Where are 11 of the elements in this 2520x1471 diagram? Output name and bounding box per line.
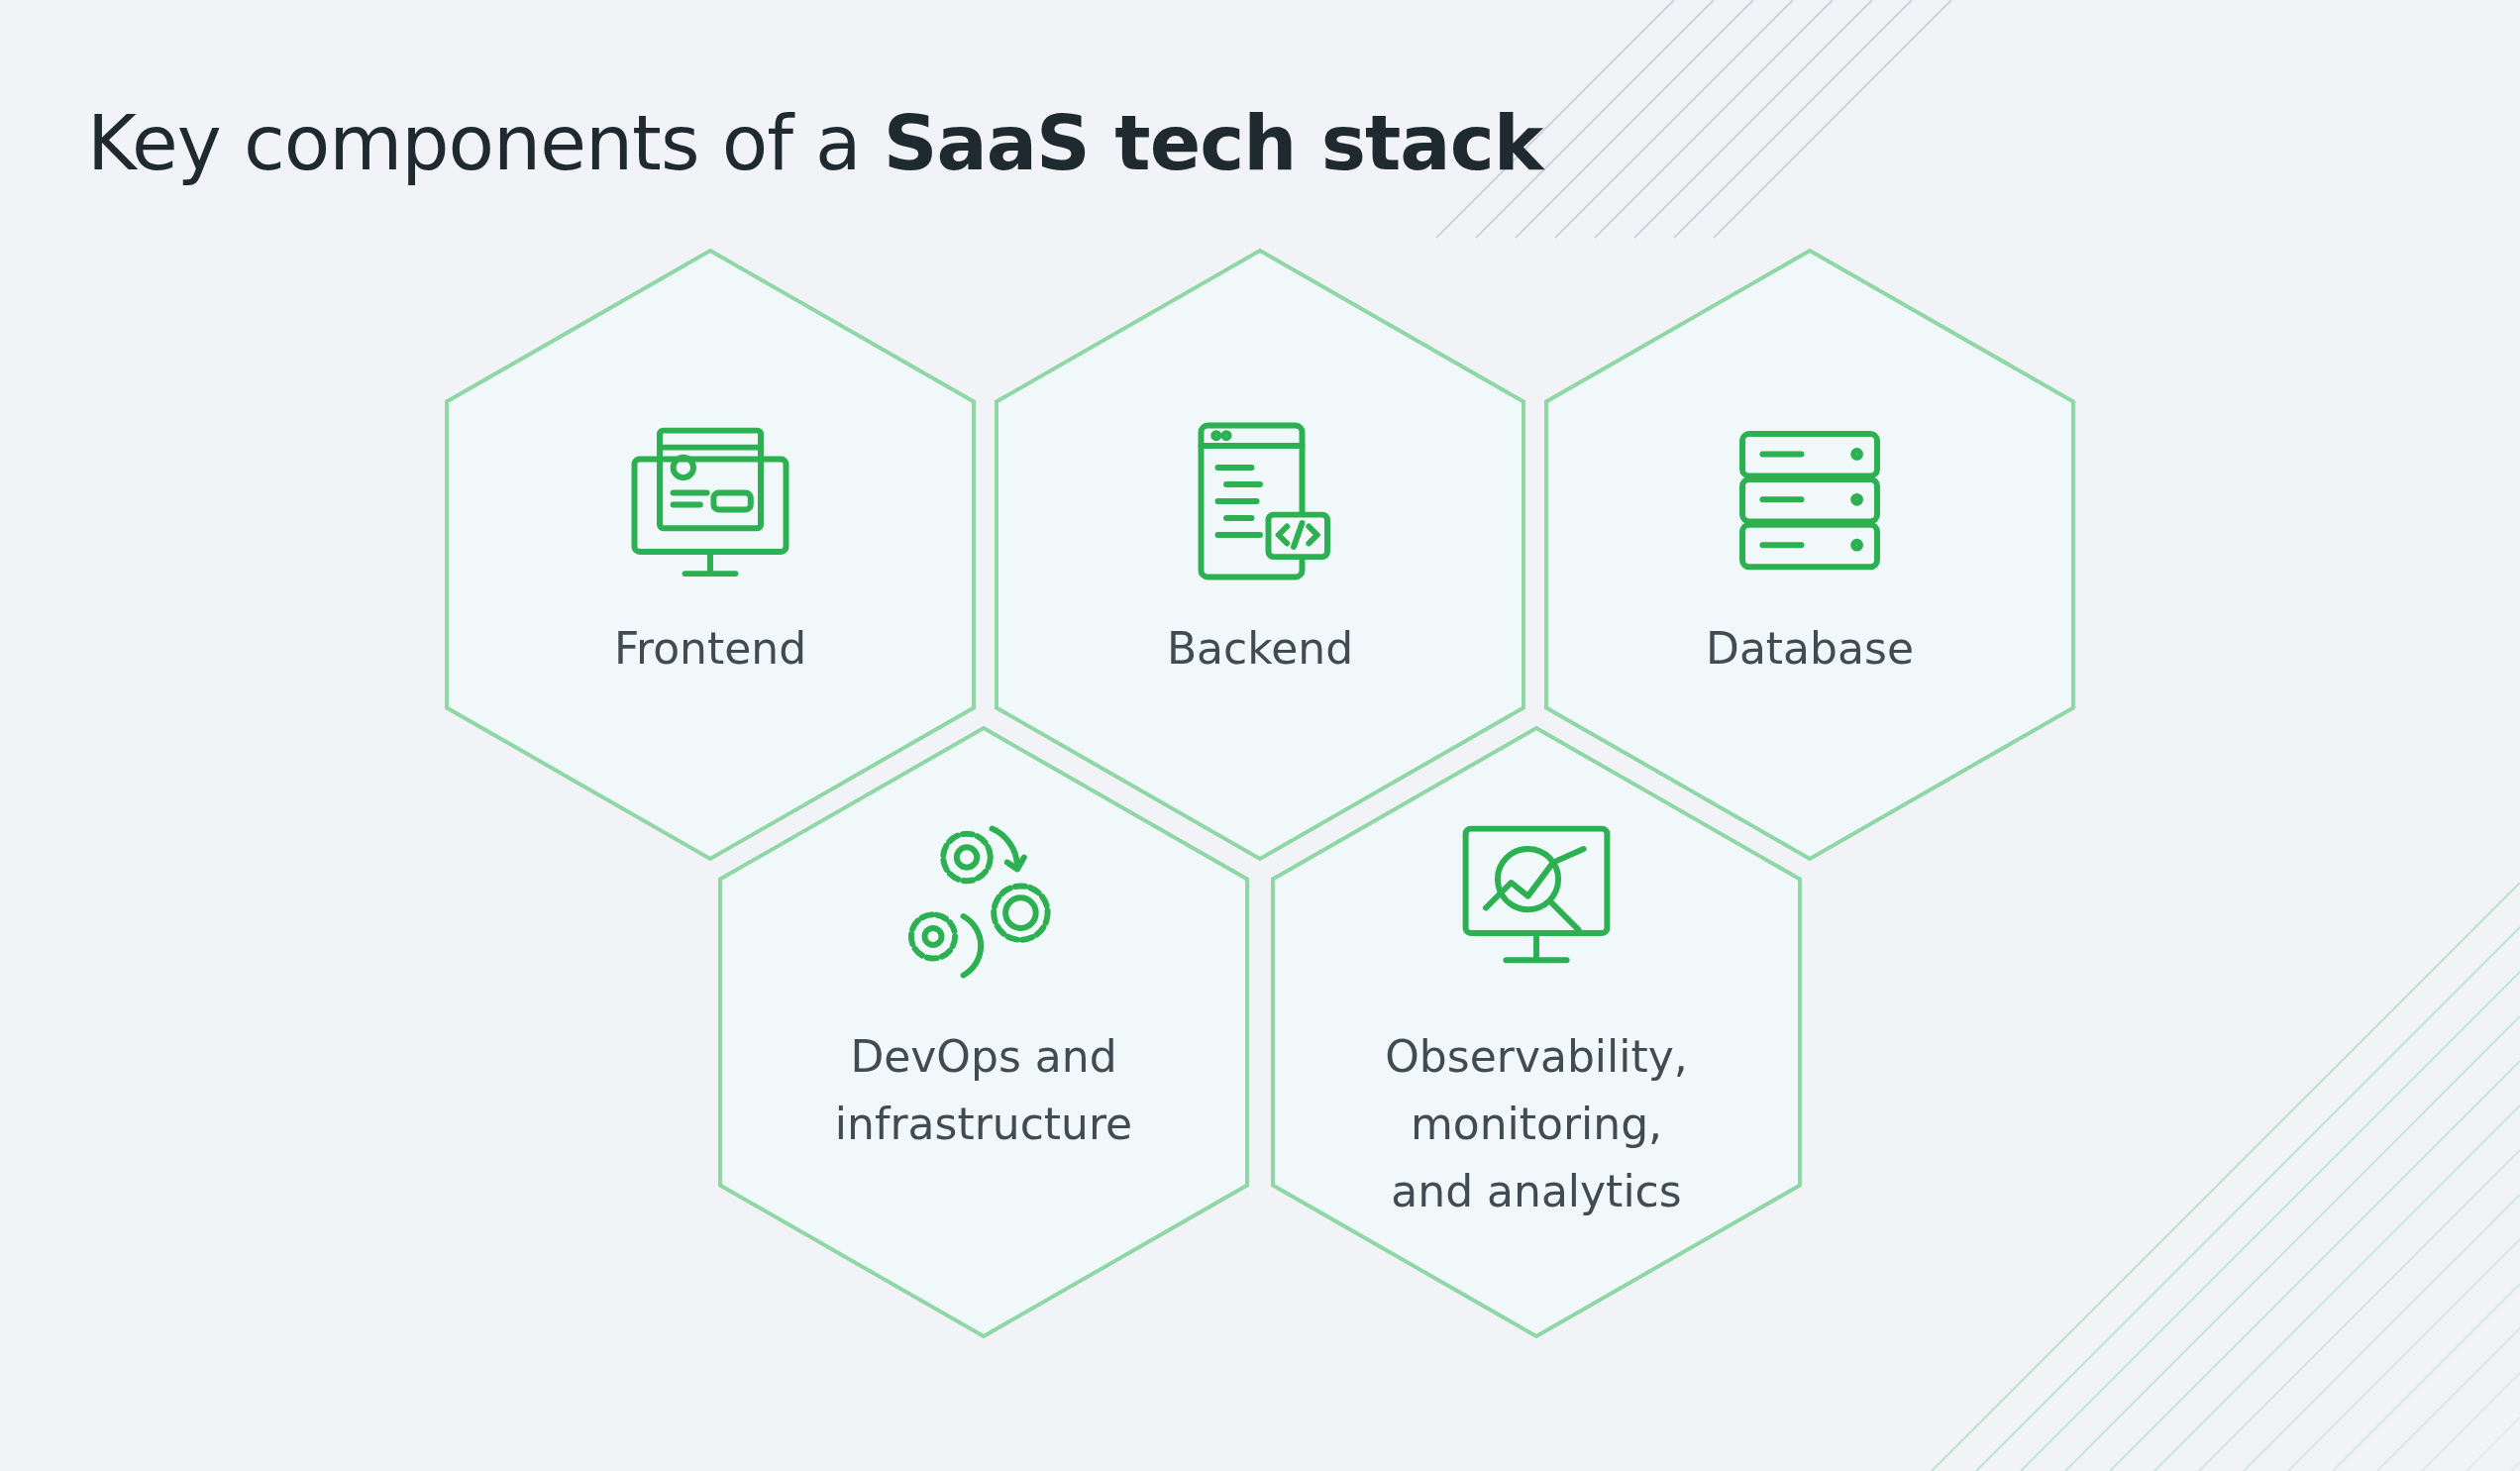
hexagon-card bbox=[1271, 726, 1802, 1338]
title: Key components of a SaaS tech stack bbox=[87, 99, 1543, 187]
hexagon-card bbox=[445, 249, 976, 861]
hexagon-card bbox=[1544, 249, 2075, 861]
hexagon-card bbox=[995, 249, 1525, 861]
hexagon-label: DevOps and infrastructure bbox=[833, 1030, 1134, 1152]
hexagon-label: Database bbox=[1705, 622, 1915, 676]
hexagon-label: Observability, monitoring, and analytics bbox=[1384, 1030, 1689, 1219]
hexagon-label: Frontend bbox=[612, 622, 808, 676]
hexagon-card bbox=[718, 726, 1249, 1338]
hexagon-label: Backend bbox=[1165, 622, 1355, 676]
